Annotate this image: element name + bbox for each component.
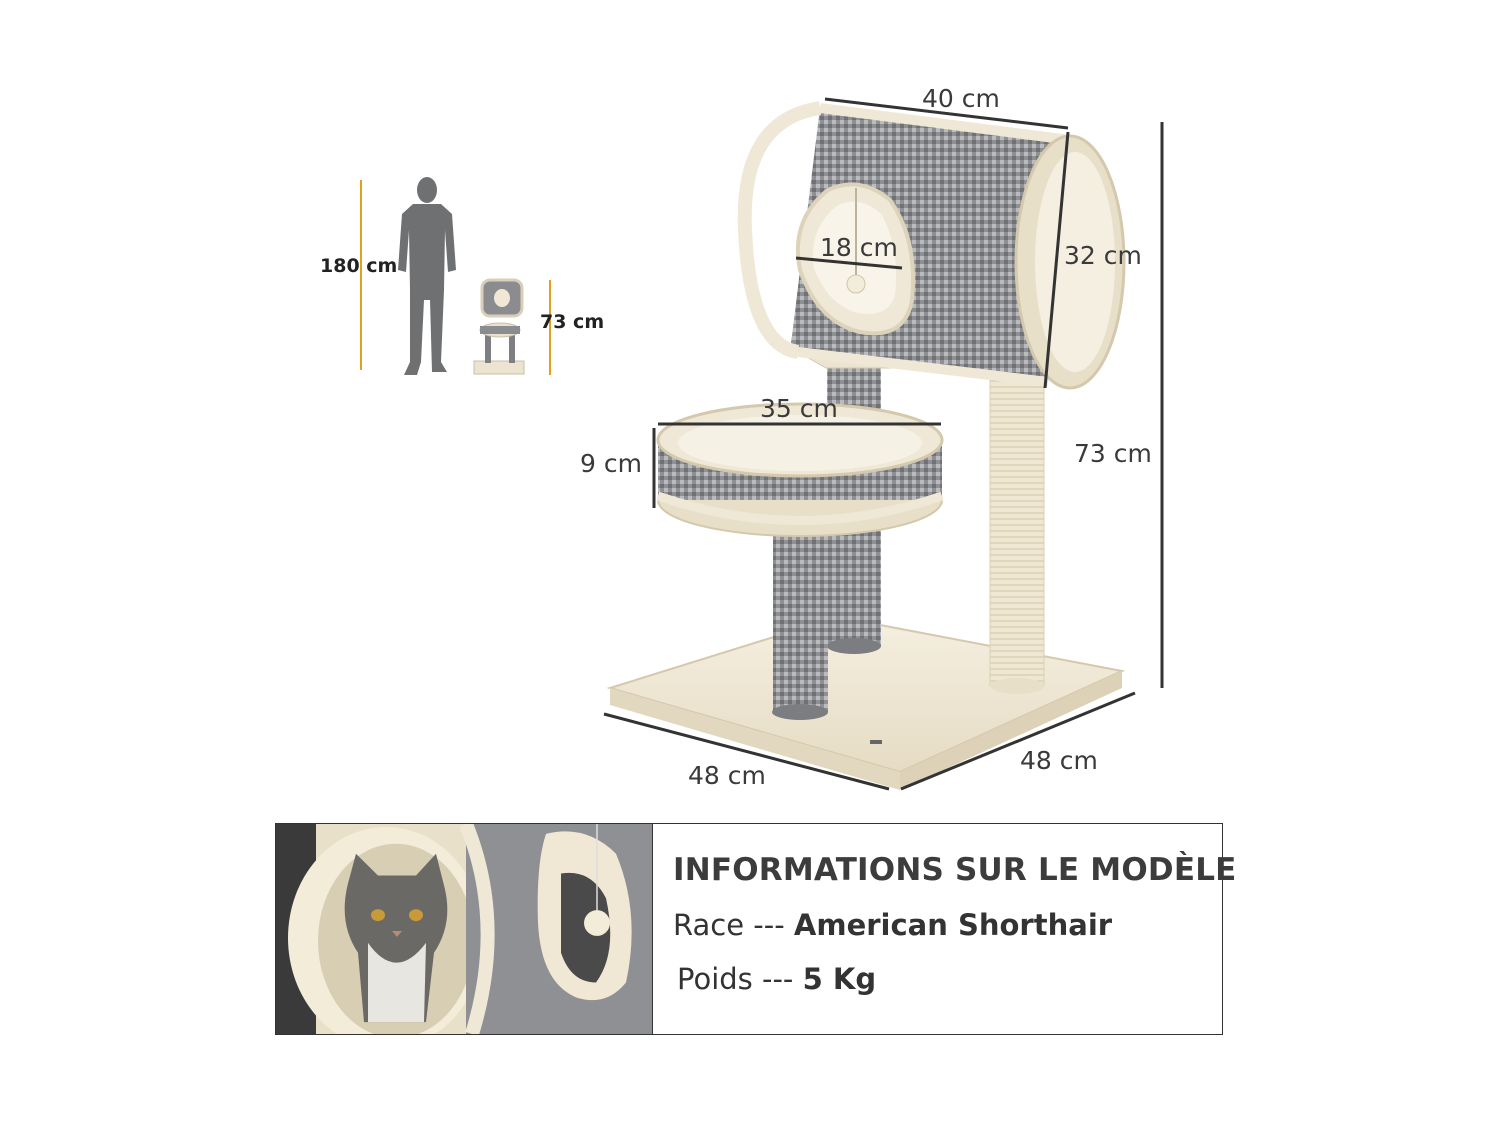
tube-height-label: 32 cm bbox=[1064, 241, 1142, 270]
base-depth-line bbox=[603, 712, 890, 791]
weight-label: Poids --- bbox=[677, 962, 803, 996]
bed-diameter-label: 35 cm bbox=[760, 394, 838, 423]
breed-row: Race --- American Shorthair bbox=[673, 908, 1237, 942]
base-width-line bbox=[900, 691, 1136, 791]
model-info-panel: INFORMATIONS SUR LE MODÈLE Race --- Amer… bbox=[275, 823, 1236, 1035]
product-height-label: 73 cm bbox=[540, 311, 604, 333]
model-info-title: INFORMATIONS SUR LE MODÈLE bbox=[673, 852, 1237, 888]
bed-height-label: 9 cm bbox=[580, 449, 642, 478]
tube-height-line bbox=[1043, 131, 1070, 389]
breed-label: Race --- bbox=[673, 908, 794, 942]
person-silhouette-icon bbox=[398, 177, 456, 375]
cat-photo bbox=[276, 824, 653, 1034]
front-post bbox=[773, 520, 828, 712]
tube-tunnel bbox=[737, 101, 1126, 390]
scale-comparison: 180 cm 73 cm bbox=[320, 177, 604, 375]
hole-diameter-line bbox=[795, 256, 903, 270]
hole-diameter-label: 18 cm bbox=[820, 233, 898, 262]
breed-value: American Shorthair bbox=[793, 908, 1113, 942]
dimension-annotations: 40 cm 32 cm 18 cm 35 cm 9 cm 73 cm 48 cm… bbox=[580, 84, 1164, 791]
cat-tree-illustration bbox=[606, 101, 1126, 790]
weight-row: Poids --- 5 Kg bbox=[677, 962, 1237, 996]
tube-length-line bbox=[824, 97, 1069, 130]
person-height-label: 180 cm bbox=[320, 255, 397, 277]
weight-value: 5 Kg bbox=[802, 962, 877, 996]
base-width-label: 48 cm bbox=[1020, 746, 1098, 775]
pompom-toy bbox=[846, 274, 866, 294]
bed-platform bbox=[656, 402, 944, 537]
mini-product-icon bbox=[473, 278, 525, 375]
cat-icon bbox=[344, 853, 448, 1023]
sisal-post bbox=[989, 379, 1045, 687]
base-depth-label: 48 cm bbox=[688, 761, 766, 790]
total-height-label: 73 cm bbox=[1074, 439, 1152, 468]
tube-length-label: 40 cm bbox=[922, 84, 1000, 113]
